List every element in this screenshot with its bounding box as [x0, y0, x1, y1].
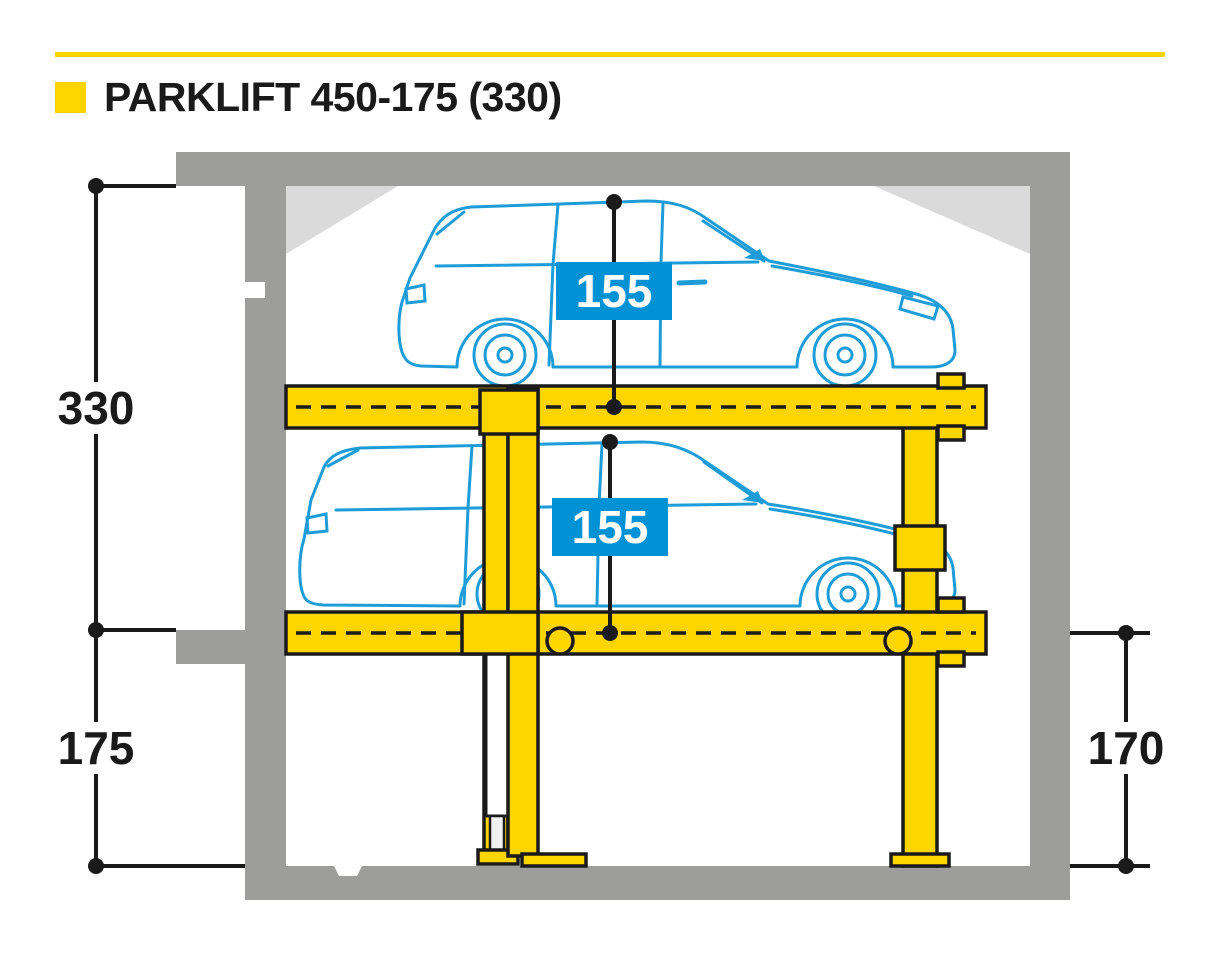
upper-car-front-rim [823, 333, 867, 377]
left-wall [245, 152, 286, 900]
hydraulic-piston-rod [488, 814, 506, 854]
clearance-label-155-upper: 155 [576, 265, 653, 317]
upper-car [397, 199, 957, 388]
lower-car-c-pillar [597, 442, 604, 508]
dimension-right: 170 [1070, 625, 1180, 874]
center-column [460, 386, 588, 868]
lower-car-door-line-1 [462, 506, 470, 606]
lower-car-b-pillar [466, 444, 474, 510]
upper-car-mirror [744, 249, 765, 261]
lower-car-rear-window [326, 448, 360, 468]
lower-platform-roller-right [883, 626, 913, 656]
lower-car-beltline [334, 502, 758, 512]
upper-car-c-pillar [659, 201, 665, 264]
upper-platform [284, 372, 988, 442]
upper-car-b-pillar [551, 203, 560, 266]
upper-car-front-wheel [812, 322, 878, 388]
clearance-lower-badge [552, 498, 668, 556]
upper-platform-hinge-bottom [936, 424, 966, 442]
upper-car-rear-wheel [472, 322, 538, 388]
upper-car-front-hub [836, 346, 854, 364]
upper-car-rear-window [435, 210, 466, 236]
upper-platform-hinge-top [936, 372, 966, 390]
page-title: PARKLIFT 450-175 (330) [104, 74, 562, 120]
right-column-base-plate [889, 852, 951, 868]
ceiling-chamfer-right [874, 186, 1030, 254]
lower-platform-hinge-top [936, 596, 966, 614]
dim-dot [606, 399, 622, 415]
lower-car-taillight [305, 512, 329, 535]
dim-label-bg [1072, 722, 1180, 774]
clearance-lower: 155 [552, 434, 668, 641]
lower-platform-hinge-bottom [936, 650, 966, 668]
dim-dot [606, 194, 622, 210]
clearance-upper-badge [556, 262, 672, 320]
upper-car-headlight [898, 295, 940, 321]
dim-dot [88, 622, 104, 638]
dim-dot [88, 858, 104, 874]
title-bullet-icon [55, 82, 86, 113]
ground-ledge [176, 630, 245, 664]
lower-platform-roller-left [545, 626, 575, 656]
clearance-label-155-lower: 155 [572, 501, 649, 553]
ceiling-chamfer-left [286, 186, 398, 254]
lower-car-front-hub [839, 585, 857, 603]
floor-break-mark [334, 866, 362, 876]
structure [176, 152, 1070, 900]
floor-slab [245, 866, 1070, 900]
upper-car-door-line-1 [547, 262, 555, 367]
upper-car-rear-hub [496, 346, 514, 364]
upper-platform-carriage [478, 388, 540, 436]
center-column-base-plate [520, 852, 588, 868]
dim-label-330: 330 [58, 382, 135, 434]
dim-label-bg [42, 722, 150, 774]
clearance-upper: 155 [556, 194, 672, 415]
header: PARKLIFT 450-175 (330) [55, 74, 562, 121]
hydraulic-cylinder [484, 644, 510, 818]
dim-dot [602, 434, 618, 450]
lower-car-mirror [742, 491, 763, 503]
lower-platform [284, 596, 988, 668]
upper-car-hood-line [770, 264, 914, 298]
dim-dot [1118, 858, 1134, 874]
upper-car-rear-rim [483, 333, 527, 377]
dim-dot [88, 178, 104, 194]
dim-label-bg [42, 382, 150, 434]
right-column-bracket [893, 524, 947, 572]
dim-label-175: 175 [58, 722, 135, 774]
upper-car-door-handle-2 [676, 279, 708, 286]
upper-car-taillight [404, 283, 427, 305]
dim-label-170: 170 [1088, 722, 1165, 774]
lower-platform-carriage [460, 610, 540, 656]
dim-dot [602, 625, 618, 641]
wall-break-mark [245, 282, 265, 298]
lower-car-front-rim [826, 572, 870, 616]
right-wall [1030, 152, 1070, 900]
header-rule [55, 52, 1165, 57]
dim-dot [1118, 625, 1134, 641]
ceiling-slab [176, 152, 1070, 186]
dimension-left: 330 175 [42, 178, 245, 874]
